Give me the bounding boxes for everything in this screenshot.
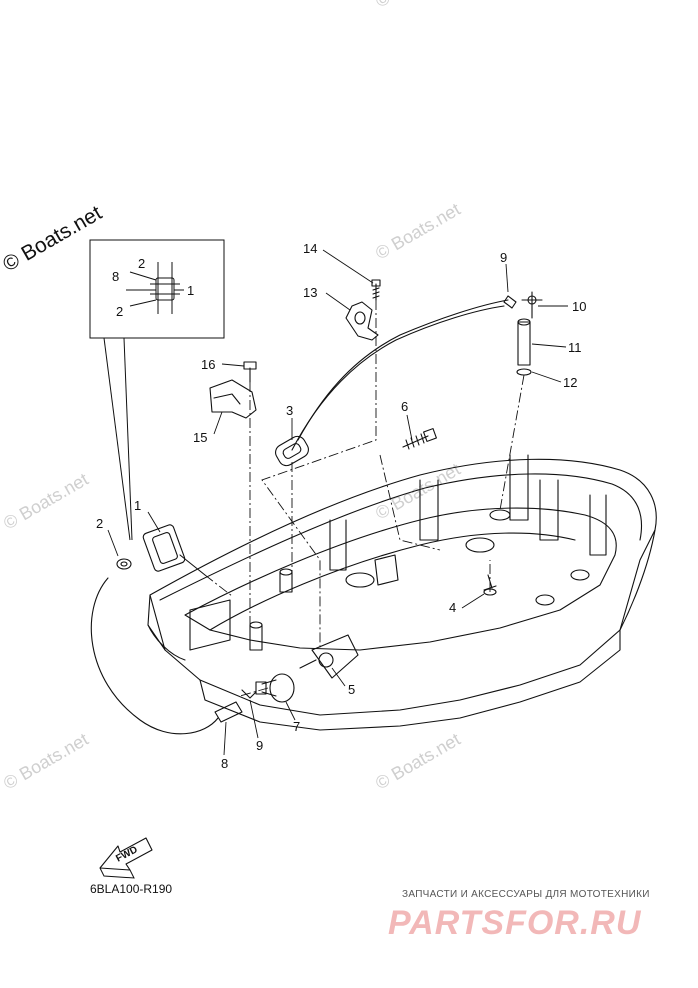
watermark-group: © Boats.net © Boats.net © Boats.net © Bo… [0,0,464,793]
callout-10: 10 [572,299,586,314]
part-3-grommet [275,435,309,467]
callout-9: 9 [256,738,263,753]
callout-1: 1 [134,498,141,513]
callout-2: 2 [96,516,103,531]
watermark: © Boats.net [372,0,464,11]
part-13-bracket [345,301,379,341]
detail-callout-8: 8 [112,269,119,284]
part-11-tube [517,321,531,366]
brand-logo: PARTSFOR.RU [388,904,642,942]
part-code: 6BLA100-R190 [90,882,172,896]
watermark: © Boats.net [372,729,464,793]
callout-9b: 9 [500,250,507,265]
callout-13: 13 [303,285,317,300]
brand-tagline: ЗАПЧАСТИ И АКСЕССУАРЫ ДЛЯ МОТОТЕХНИКИ [402,889,650,900]
watermark: © Boats.net [0,729,92,793]
detail-callout-1: 1 [187,283,194,298]
callout-16: 16 [201,357,215,372]
watermark: © Boats.net [372,199,464,263]
watermark: © Boats.net [0,469,92,533]
part-9-clip [241,689,257,699]
callout-8: 8 [221,756,228,771]
part-1-grommet [142,524,186,572]
part-12-washer [516,368,532,376]
fwd-arrow: FWD [99,837,153,879]
callout-labels: 1 2 3 4 5 6 7 8 9 9 10 11 12 13 14 15 16… [96,241,586,771]
callout-11: 11 [568,340,582,355]
part-7-connector [269,673,295,703]
callout-7: 7 [293,719,300,734]
bottom-cowling-drawing [90,279,657,735]
callout-3: 3 [286,403,293,418]
part-2-clip [116,558,132,570]
callout-12: 12 [563,375,577,390]
callout-6: 6 [401,399,408,414]
callout-5: 5 [348,682,355,697]
part-5-fitting [311,634,359,679]
detail-inset [89,239,225,541]
detail-callout-2a: 2 [138,256,145,271]
part-15-bracket [209,379,257,419]
part-8-hose [214,701,243,723]
callout-14: 14 [303,241,317,256]
leader-lines [107,249,568,756]
callout-15: 15 [193,430,207,445]
hose-main [297,299,509,441]
detail-callout-2b: 2 [116,304,123,319]
callout-4: 4 [449,600,456,615]
